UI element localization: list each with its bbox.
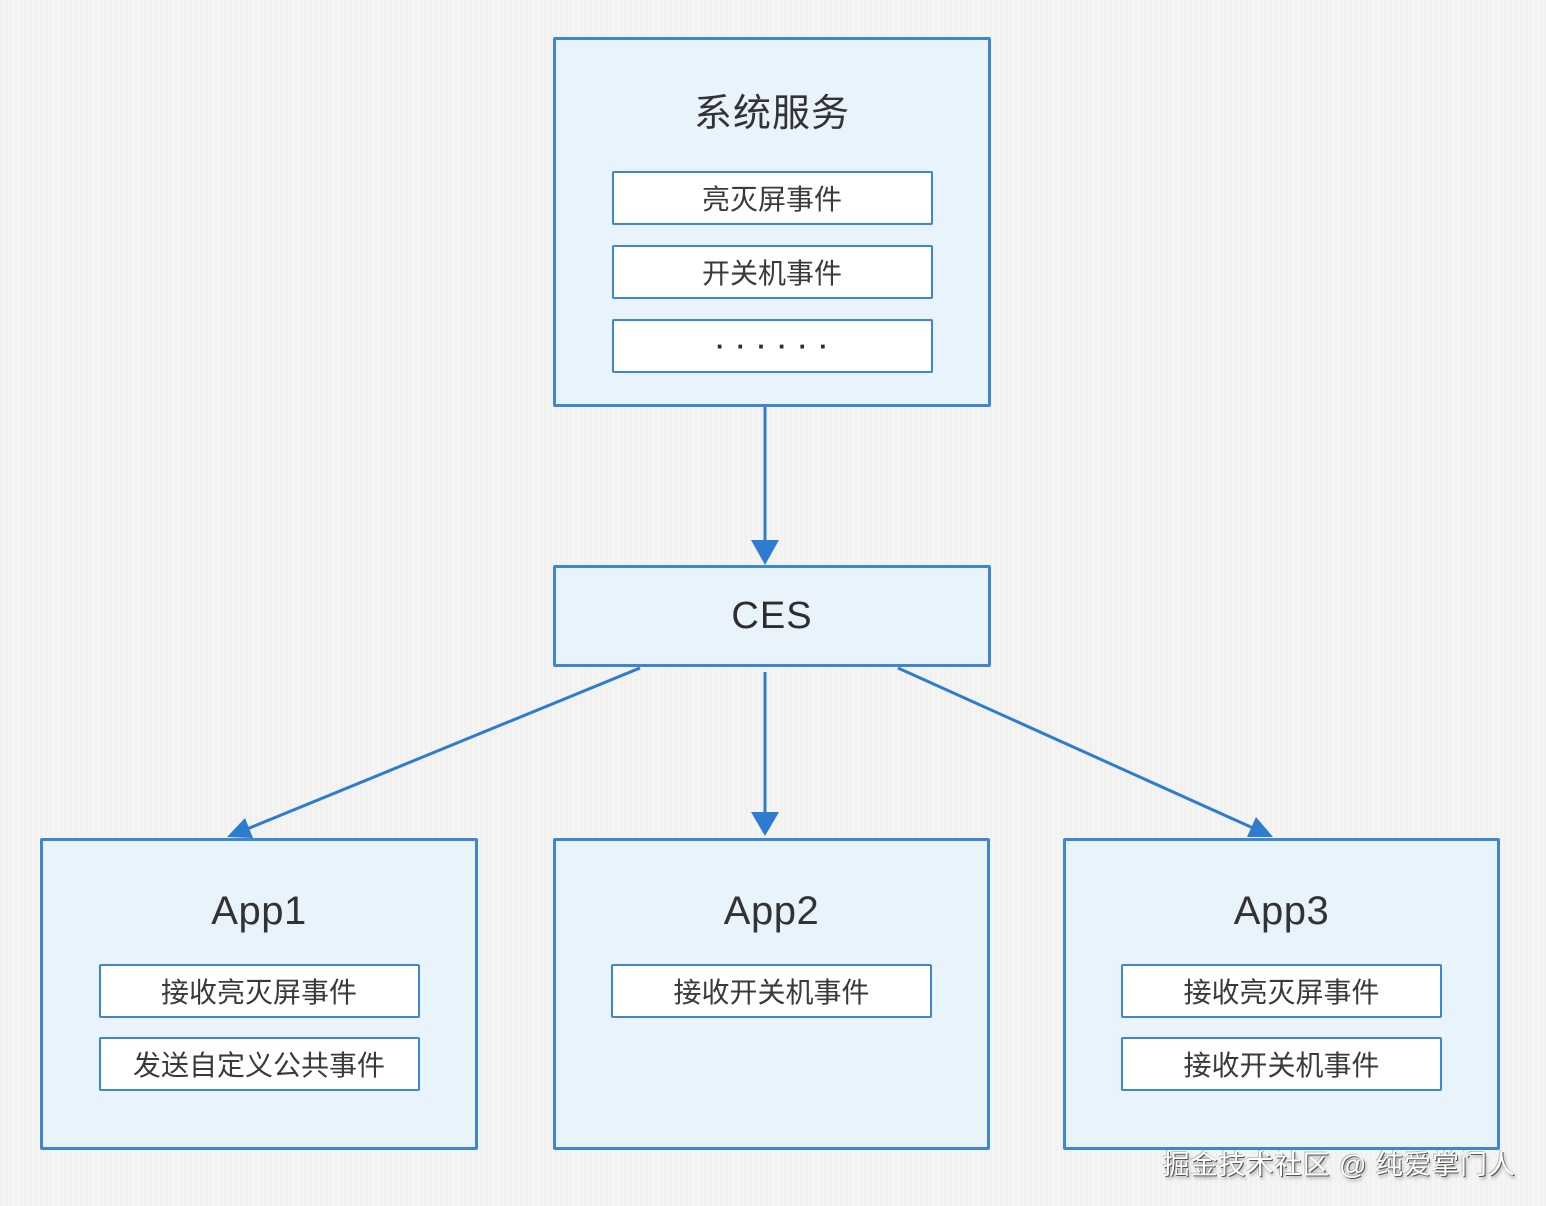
ces-label: CES bbox=[731, 594, 813, 637]
app3-box: App3 接收亮灭屏事件 接收开关机事件 bbox=[1063, 838, 1500, 1150]
app1-item-receive-screen-events: 接收亮灭屏事件 bbox=[98, 964, 420, 1018]
arrow-system-to-ces bbox=[751, 407, 779, 565]
app3-item-receive-screen-events: 接收亮灭屏事件 bbox=[1121, 964, 1442, 1018]
arrow-ces-to-app3 bbox=[897, 666, 1273, 837]
watermark: 掘金技术社区 @ 纯爱掌门人 bbox=[1162, 1150, 1516, 1180]
system-service-box: 系统服务 亮灭屏事件 开关机事件 ······ bbox=[553, 37, 991, 407]
arrow-ces-to-app2 bbox=[751, 672, 779, 836]
app2-item-receive-power-events: 接收开关机事件 bbox=[611, 964, 932, 1018]
app3-title: App3 bbox=[1233, 889, 1330, 933]
event-item-power-on-off: 开关机事件 bbox=[611, 245, 933, 299]
event-item-ellipsis: ······ bbox=[611, 319, 933, 373]
ces-box: CES bbox=[553, 565, 991, 667]
app1-box: App1 接收亮灭屏事件 发送自定义公共事件 bbox=[40, 838, 478, 1150]
app2-box: App2 接收开关机事件 bbox=[553, 838, 990, 1150]
app2-title: App2 bbox=[723, 889, 820, 933]
event-item-screen-on-off: 亮灭屏事件 bbox=[611, 171, 933, 225]
system-service-title: 系统服务 bbox=[693, 93, 850, 135]
app3-item-receive-power-events: 接收开关机事件 bbox=[1121, 1037, 1442, 1091]
arrow-ces-to-app1 bbox=[227, 666, 641, 838]
app1-item-send-custom-common-events: 发送自定义公共事件 bbox=[98, 1037, 420, 1091]
app1-title: App1 bbox=[211, 889, 307, 933]
